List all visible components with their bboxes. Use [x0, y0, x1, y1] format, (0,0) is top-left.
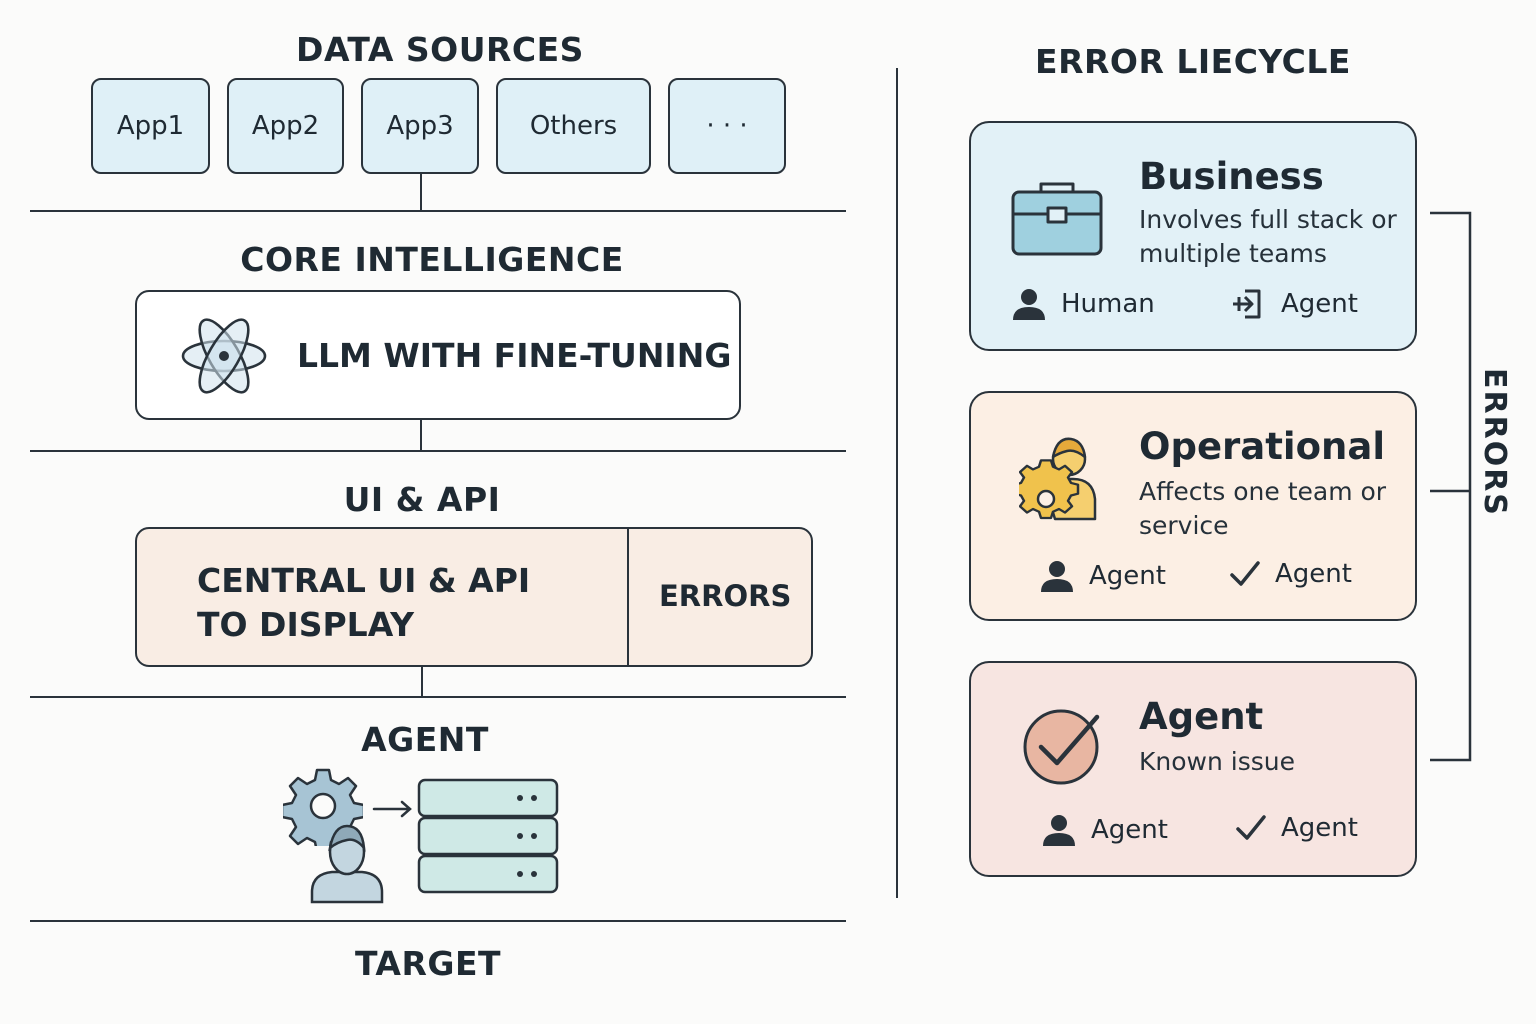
- card-title: Agent: [1139, 695, 1264, 738]
- agent-heading: AGENT: [361, 720, 489, 759]
- login-icon: [1233, 289, 1261, 319]
- card-description: Affects one team or service: [1139, 477, 1387, 540]
- user-icon: [1041, 561, 1073, 592]
- briefcase-icon: [1011, 182, 1103, 256]
- errors-bracket-label: ERRORS: [1477, 368, 1512, 517]
- gear-person-icon: [1019, 437, 1097, 521]
- card-title: Business: [1139, 155, 1324, 198]
- card-description: Known issue: [1139, 747, 1295, 776]
- target-heading: TARGET: [354, 944, 502, 983]
- server-icon[interactable]: [416, 778, 562, 896]
- section-divider: [896, 68, 898, 898]
- layer-divider: [30, 696, 846, 698]
- layer-divider: [30, 920, 846, 922]
- user-icon: [1043, 815, 1075, 846]
- data-sources-heading: DATA SOURCES: [296, 30, 584, 69]
- actor-label: Agent: [1281, 289, 1358, 319]
- check-circle-icon: [1023, 709, 1100, 785]
- card-description: Involves full stack or multiple teams: [1139, 205, 1397, 268]
- actor-label: Agent: [1091, 815, 1168, 845]
- source-others[interactable]: Others: [496, 78, 651, 174]
- person-icon: [310, 824, 384, 904]
- ui-api-divider: [627, 529, 629, 665]
- actor-label: Agent: [1275, 559, 1352, 589]
- error-lifecycle-heading: ERROR LIECYCLE: [1035, 42, 1351, 81]
- actor-label: Human: [1061, 289, 1155, 319]
- ui-api-box[interactable]: CENTRAL UI & API TO DISPLAY ERRORS: [135, 527, 813, 667]
- actor-agent: Agent: [1039, 559, 1166, 593]
- source-app2[interactable]: App2: [227, 78, 344, 174]
- actor-label: Agent: [1281, 813, 1358, 843]
- atom-icon: [181, 318, 267, 394]
- source-more[interactable]: · · ·: [668, 78, 786, 174]
- connector: [420, 420, 422, 451]
- check-icon: [1236, 815, 1266, 840]
- actor-label: Agent: [1089, 561, 1166, 591]
- actor-agent-check: Agent: [1235, 813, 1358, 843]
- errors-bracket: [1430, 211, 1472, 762]
- llm-label: LLM WITH FINE-TUNING: [297, 336, 732, 375]
- llm-box[interactable]: LLM WITH FINE-TUNING: [135, 290, 741, 420]
- layer-divider: [30, 450, 846, 452]
- connector: [420, 174, 422, 211]
- agent-card[interactable]: Agent Known issue Agent Agent: [969, 661, 1417, 877]
- central-ui-label: CENTRAL UI & API TO DISPLAY: [197, 561, 531, 644]
- operational-card[interactable]: Operational Affects one team or service …: [969, 391, 1417, 621]
- errors-panel-label[interactable]: ERRORS: [659, 579, 792, 613]
- core-intelligence-heading: CORE INTELLIGENCE: [240, 240, 624, 279]
- actor-agent: Agent: [1231, 287, 1358, 321]
- layer-divider: [30, 210, 846, 212]
- actor-human: Human: [1011, 287, 1155, 321]
- connector: [421, 667, 423, 697]
- actor-agent-check: Agent: [1229, 559, 1352, 589]
- arrow-right-icon: [372, 800, 412, 818]
- check-icon: [1230, 561, 1260, 586]
- actor-agent: Agent: [1041, 813, 1168, 847]
- source-app3[interactable]: App3: [361, 78, 479, 174]
- source-app1[interactable]: App1: [91, 78, 210, 174]
- business-card[interactable]: Business Involves full stack or multiple…: [969, 121, 1417, 351]
- user-icon: [1013, 289, 1045, 320]
- ui-api-heading: UI & API: [343, 480, 501, 519]
- card-title: Operational: [1139, 425, 1386, 468]
